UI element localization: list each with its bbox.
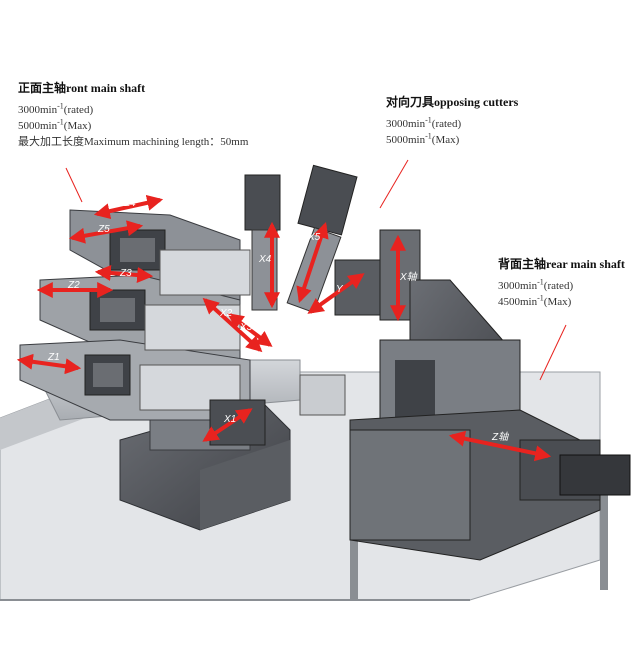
axis-labels: Z4 Z5 Z3 Z2 Z1 X1 X2 X3 X4 X5 Y X轴 Z轴 bbox=[47, 198, 509, 443]
axis-label-z5: Z5 bbox=[97, 224, 110, 235]
rear-spindle-callout: 背面主轴rear main shaft 3000min-1(rated) 450… bbox=[498, 256, 625, 310]
opposing-cutters-rated: 3000min-1(rated) bbox=[386, 115, 462, 130]
leader-rear bbox=[539, 324, 567, 381]
leader-opposing bbox=[379, 159, 409, 209]
axis-label-x2: X2 bbox=[219, 308, 233, 319]
rear-spindle-max: 4500min-1(Max) bbox=[498, 293, 572, 308]
axis-label-x-rear: X轴 bbox=[399, 271, 418, 283]
leader-front bbox=[65, 167, 83, 203]
arrow-z3 bbox=[94, 265, 154, 283]
arrow-x3 bbox=[227, 313, 273, 347]
axis-label-x1: X1 bbox=[223, 414, 236, 425]
rear-spindle-rated: 3000min-1(rated) bbox=[498, 277, 574, 292]
arrow-x1 bbox=[202, 408, 253, 442]
axis-label-z1: Z1 bbox=[47, 352, 60, 363]
axis-label-z3: Z3 bbox=[119, 268, 132, 279]
arrow-z1 bbox=[16, 353, 82, 375]
leader-lines bbox=[65, 159, 567, 381]
axis-label-y: Y bbox=[336, 284, 344, 295]
axis-label-x4: X4 bbox=[258, 254, 272, 265]
opposing-cutters-callout: 对向刀具opposing cutters 3000min-1(rated) 50… bbox=[386, 94, 518, 148]
front-spindle-title: 正面主轴ront main shaft bbox=[18, 81, 146, 95]
front-spindle-max: 5000min-1(Max) bbox=[18, 117, 92, 132]
front-spindle-callout: 正面主轴ront main shaft 3000min-1(rated) 500… bbox=[18, 80, 248, 150]
opposing-cutters-title: 对向刀具opposing cutters bbox=[386, 95, 519, 109]
arrow-z5 bbox=[68, 220, 144, 244]
arrow-x5 bbox=[296, 221, 329, 304]
opposing-cutters-max: 5000min-1(Max) bbox=[386, 131, 460, 146]
axis-label-x5: X5 bbox=[307, 232, 321, 243]
arrow-z-rear bbox=[448, 430, 552, 462]
arrow-y bbox=[307, 273, 365, 314]
axis-arrows bbox=[16, 194, 552, 462]
arrow-z4 bbox=[93, 194, 164, 220]
rear-spindle-title: 背面主轴rear main shaft bbox=[498, 257, 625, 271]
front-spindle-length: 最大加工长度Maximum machining length：50mm bbox=[18, 136, 249, 148]
axis-label-z-rear: Z轴 bbox=[491, 431, 509, 443]
axis-label-z4: Z4 bbox=[123, 198, 136, 209]
axis-label-z2: Z2 bbox=[67, 280, 80, 291]
front-spindle-rated: 3000min-1(rated) bbox=[18, 101, 94, 116]
axis-label-x3: X3 bbox=[239, 322, 253, 333]
